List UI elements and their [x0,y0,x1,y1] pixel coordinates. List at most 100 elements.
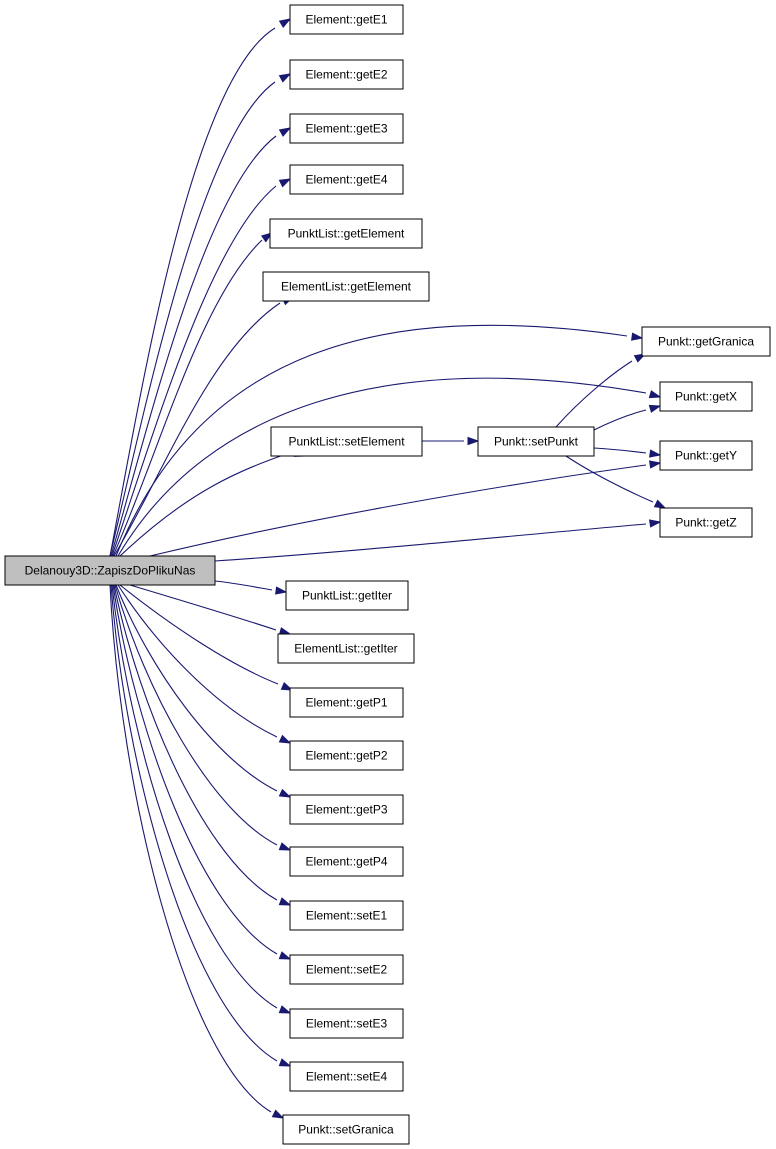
function-node-e-getE4[interactable]: Element::getE4 [289,164,404,195]
function-node-e-getE1[interactable]: Element::getE1 [289,4,404,35]
function-node-e-setE2[interactable]: Element::setE2 [289,954,404,985]
arrowhead-icon [649,460,662,469]
node-box [277,633,415,664]
node-label: Element::getP3 [305,803,387,817]
edge-line [149,464,647,557]
edge-root-to-e-getE3 [110,127,292,557]
edge-line [214,523,647,562]
function-node-e-getP3[interactable]: Element::getP3 [289,794,404,825]
function-node-pl-getIter[interactable]: PunktList::getIter [285,580,409,611]
node-label: Element::getE4 [305,173,387,187]
edge-root-to-pl-setElement [119,448,307,557]
call-nodes: Delanouy3D::ZapiszDoPlikuNasElement::get… [4,4,771,1145]
node-box [289,4,404,35]
function-node-el-getIter[interactable]: ElementList::getIter [277,633,415,664]
function-node-p-setPunkt[interactable]: Punkt::setPunkt [477,426,595,457]
edge-line [112,239,263,557]
node-box [289,900,404,931]
node-label: Punkt::getZ [675,516,736,530]
node-box [289,846,404,877]
function-node-pl-setElement[interactable]: PunktList::setElement [270,426,423,457]
edge-line [119,451,293,557]
edge-line [565,455,654,503]
node-box [659,507,753,538]
node-box [289,1008,404,1039]
function-node-p-getY[interactable]: Punkt::getY [659,440,753,471]
arrowhead-icon [649,449,662,458]
node-box [289,164,404,195]
function-node-p-getX[interactable]: Punkt::getX [659,381,753,412]
arrowhead-icon [278,734,292,744]
edge-root-to-el-getIter [129,584,292,636]
arrowhead-icon [260,232,274,243]
root-function-node[interactable]: Delanouy3D::ZapiszDoPlikuNas [4,555,216,586]
function-node-e-setE1[interactable]: Element::setE1 [289,900,404,931]
arrowhead-icon [278,127,292,137]
edge-p-setPunkt-to-p-getZ [565,455,667,509]
edge-root-to-p-getY [149,460,662,557]
edge-p-setPunkt-to-p-getY [593,447,662,458]
edge-line [113,584,278,901]
arrowhead-icon [278,842,292,851]
node-label: Element::getP4 [305,855,387,869]
node-label: Element::getP1 [305,696,387,710]
function-node-e-getE2[interactable]: Element::getE2 [289,59,404,90]
node-label: Punkt::getGranica [658,335,754,349]
edge-root-to-e-getP1 [119,584,294,691]
edge-root-to-pl-getElement [112,232,274,557]
node-box [289,687,404,718]
edge-line [593,409,647,431]
arrowhead-icon [467,436,480,446]
edge-root-to-e-getE1 [109,18,292,557]
edge-root-to-e-setE1 [113,584,292,906]
function-node-e-getP4[interactable]: Element::getP4 [289,846,404,877]
function-node-e-getE3[interactable]: Element::getE3 [289,113,404,144]
node-box [4,555,216,586]
function-node-p-setGranica[interactable]: Punkt::setGranica [282,1114,410,1145]
edge-root-to-e-setE3 [111,584,292,1014]
arrowhead-icon [278,897,292,906]
edge-root-to-e-getP3 [115,584,292,798]
edge-line [119,584,279,685]
edge-line [113,302,281,557]
edge-line [114,584,278,846]
node-box [285,580,409,611]
edge-root-to-p-getX [117,377,662,557]
edge-line [129,584,277,631]
node-label: Element::setE3 [306,1017,388,1031]
node-label: Element::getE2 [305,68,387,82]
node-label: Punkt::setGranica [298,1123,394,1137]
edge-line [109,27,276,557]
node-box [289,740,404,771]
node-label: Element::setE2 [306,963,388,977]
node-box [477,426,595,457]
node-label: PunktList::getIter [302,589,392,603]
function-node-e-getP1[interactable]: Element::getP1 [289,687,404,718]
edge-line [110,135,277,557]
edge-line [110,584,278,1062]
edge-line [111,584,278,1009]
edge-root-to-e-getE4 [111,178,292,557]
edge-line [112,584,278,955]
call-edges [109,18,667,1119]
function-node-p-getZ[interactable]: Punkt::getZ [659,507,753,538]
function-node-e-setE3[interactable]: Element::setE3 [289,1008,404,1039]
node-label: Element::getP2 [305,749,387,763]
arrowhead-icon [278,1058,292,1067]
arrowhead-icon [631,332,644,341]
function-node-pl-getElement[interactable]: PunktList::getElement [269,218,423,249]
function-node-e-getP2[interactable]: Element::getP2 [289,740,404,771]
arrowhead-icon [648,390,662,399]
edge-line [555,360,633,428]
function-node-p-getGranica[interactable]: Punkt::getGranica [641,326,771,357]
function-node-e-setE4[interactable]: Element::setE4 [289,1061,404,1092]
node-box [659,440,753,471]
arrowhead-icon [278,1005,292,1014]
arrowhead-icon [278,178,292,188]
node-label: ElementList::getIter [294,642,397,656]
edge-root-to-e-getP4 [114,584,292,851]
arrowhead-icon [278,18,292,29]
function-node-el-getElement[interactable]: ElementList::getElement [262,271,430,302]
node-box [289,113,404,144]
node-box [289,794,404,825]
